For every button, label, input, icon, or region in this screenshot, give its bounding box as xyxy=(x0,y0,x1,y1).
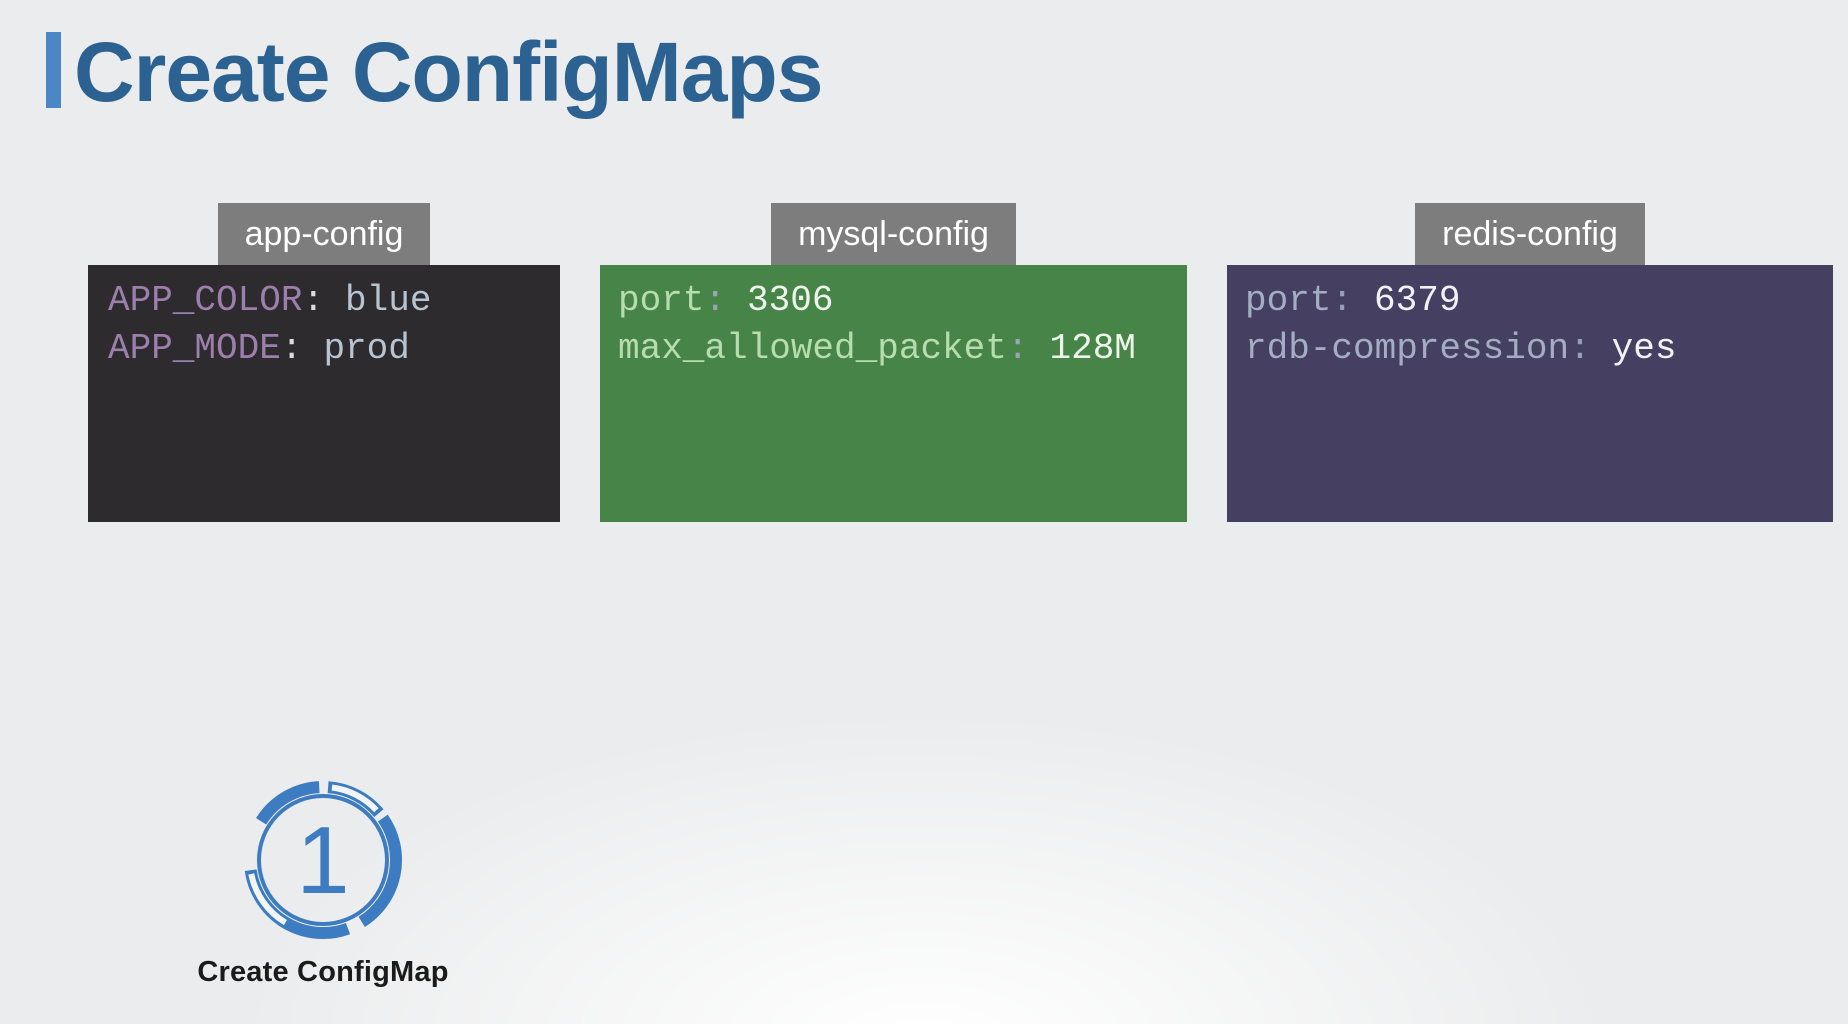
config-colon: : xyxy=(1569,328,1591,369)
configmap-data-box: APP_COLOR: blue APP_MODE: prod xyxy=(88,265,560,522)
config-entry: APP_MODE: prod xyxy=(108,325,540,373)
config-key: port xyxy=(1245,280,1332,321)
config-colon: : xyxy=(1006,328,1029,369)
config-value: yes xyxy=(1611,328,1677,369)
config-colon: : xyxy=(302,280,325,321)
configmap-name: app-config xyxy=(244,215,404,253)
config-entry: max_allowed_packet:128M xyxy=(618,325,1167,373)
config-colon: : xyxy=(704,280,727,321)
step-badge: 1 Create ConfigMap xyxy=(197,770,448,988)
configmap-app-config: app-config APP_COLOR: blue APP_MODE: prod xyxy=(88,203,560,522)
step-number: 1 xyxy=(296,807,349,914)
config-value: blue xyxy=(345,280,432,321)
config-colon: : xyxy=(1331,280,1354,321)
configmap-name-tab: redis-config xyxy=(1415,203,1645,265)
configmap-data-box: port:6379 rdb-compression:yes xyxy=(1227,265,1833,522)
page-title: Create ConfigMaps xyxy=(74,25,823,119)
config-value: 6379 xyxy=(1374,280,1461,321)
configmap-name-tab: app-config xyxy=(217,203,431,265)
config-entry: APP_COLOR: blue xyxy=(108,277,540,325)
configmap-redis-config: redis-config port:6379 rdb-compression:y… xyxy=(1227,203,1833,522)
configmap-name: mysql-config xyxy=(798,215,989,253)
configmap-name: redis-config xyxy=(1442,215,1618,253)
config-key: rdb-compression xyxy=(1245,328,1570,369)
config-entry: port:6379 xyxy=(1245,277,1813,325)
configmap-name-tab: mysql-config xyxy=(771,203,1016,265)
config-key: APP_MODE xyxy=(108,328,281,369)
config-key: max_allowed_packet xyxy=(618,328,1007,369)
config-key: APP_COLOR xyxy=(108,280,303,321)
step-1-circle-icon: 1 xyxy=(244,781,402,939)
configmap-data-box: port:3306 max_allowed_packet:128M xyxy=(600,265,1187,522)
config-key: port xyxy=(618,280,705,321)
step-label: Create ConfigMap xyxy=(197,956,449,988)
config-entry: rdb-compression: yes xyxy=(1245,325,1813,373)
config-value: 3306 xyxy=(747,280,834,321)
config-colon: : xyxy=(280,328,303,369)
slide-title-row: Create ConfigMaps xyxy=(46,25,823,119)
configmap-mysql-config: mysql-config port:3306 max_allowed_packe… xyxy=(600,203,1187,522)
title-accent-bar xyxy=(46,32,61,108)
config-value: 128M xyxy=(1049,328,1136,369)
config-value: prod xyxy=(323,328,410,369)
config-entry: port:3306 xyxy=(618,277,1167,325)
